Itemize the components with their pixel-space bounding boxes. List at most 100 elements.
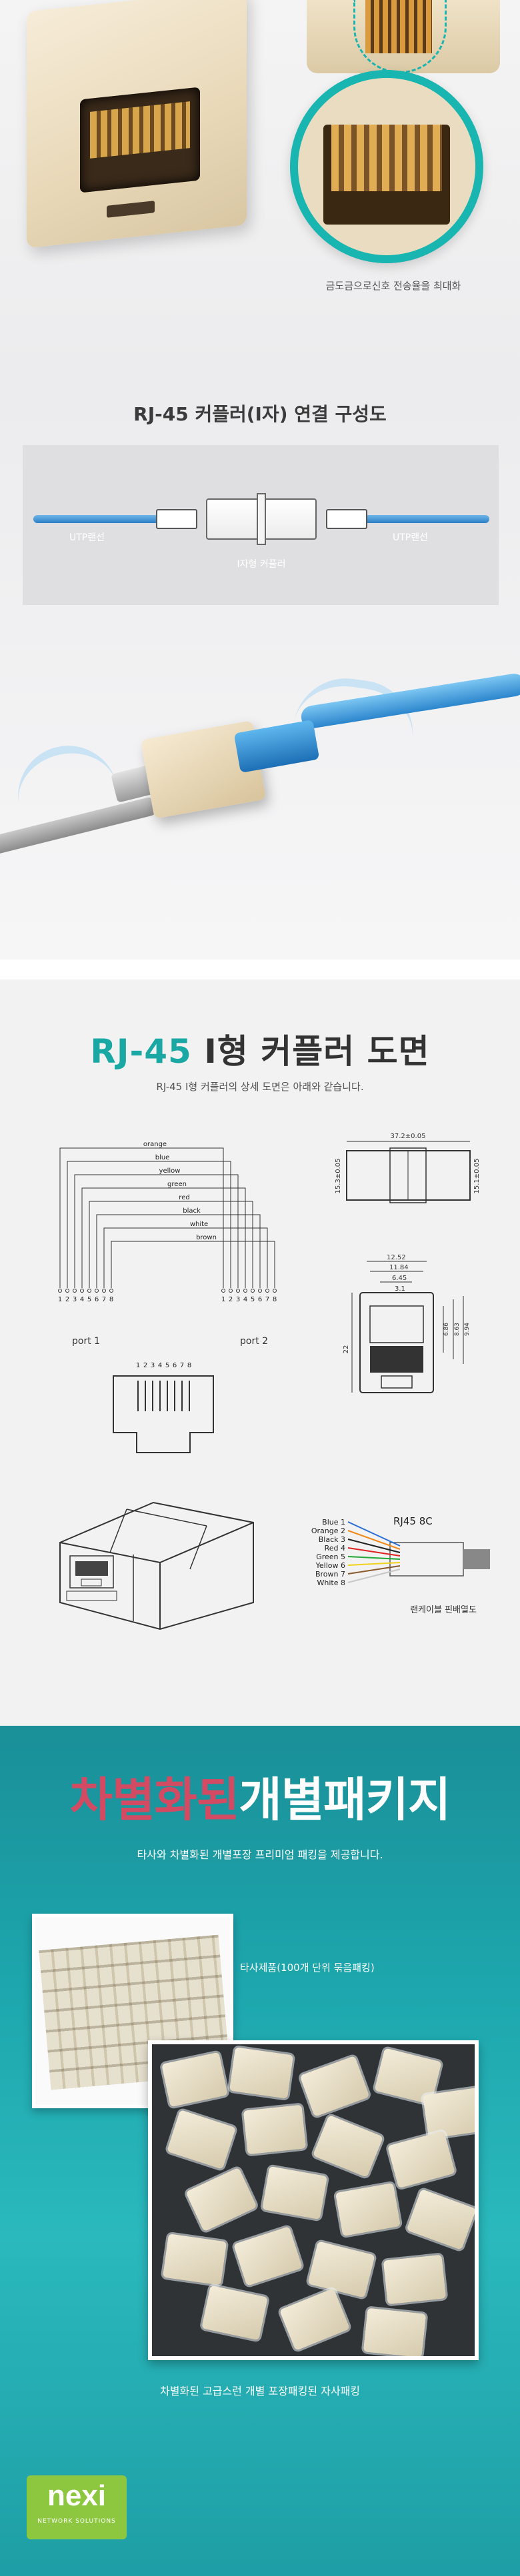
bagged-coupler	[422, 2087, 475, 2139]
wire-black	[96, 1214, 261, 1288]
pin-number-p1-8: 8	[109, 1296, 113, 1303]
legend-wire	[347, 1547, 401, 1557]
bagged-coupler	[233, 2226, 303, 2286]
wire-label-green: green	[167, 1181, 187, 1188]
jack-pin-number-6: 6	[173, 1362, 177, 1369]
pin-number-p2-6: 6	[258, 1296, 262, 1303]
port1-label: port 1	[72, 1336, 101, 1347]
drawing-subtitle: RJ-45 I형 커플러의 상세 도면은 아래와 같습니다.	[156, 1081, 364, 1093]
wire-yellow	[74, 1174, 239, 1288]
bagged-coupler	[299, 2055, 370, 2118]
right-cable-label: UTP랜선	[393, 532, 429, 543]
wire-brown	[111, 1241, 275, 1288]
bagged-coupler	[335, 2182, 401, 2237]
package-title-white: 개별패키지	[239, 1772, 451, 1827]
drawing-title-rest: I형 커플러 도면	[191, 1032, 430, 1071]
drawing-title: RJ-45 I형 커플러 도면	[0, 1025, 520, 1073]
nexi-logo: nexi NETWORK SOLUTIONS	[27, 2475, 127, 2539]
bagged-coupler	[243, 2104, 307, 2155]
pin-number-p2-7: 7	[265, 1296, 269, 1303]
dim-w3: 6.45	[392, 1275, 407, 1282]
jack-pin-number-3: 3	[151, 1362, 155, 1369]
port2-label: port 2	[240, 1336, 269, 1347]
pin-number-p1-6: 6	[95, 1296, 99, 1303]
right-utp-cable	[353, 515, 489, 523]
dim-top-width: 37.2±0.05	[391, 1133, 426, 1140]
jack-pin-number-7: 7	[180, 1362, 184, 1369]
legend-item-label: Yellow 6	[315, 1561, 345, 1570]
wire-green	[81, 1187, 246, 1288]
dim-h1: 6.86	[443, 1323, 450, 1336]
dim-right-height: 15.1±0.05	[473, 1159, 481, 1194]
connection-diagram-title: RJ-45 커플러(I자) 연결 구성도	[133, 403, 387, 425]
legend-item-label: Black 3	[319, 1535, 345, 1544]
wire-label-brown: brown	[196, 1234, 217, 1241]
wire-label-yellow: yellow	[159, 1167, 181, 1175]
bagged-coupler	[279, 2287, 351, 2351]
drawing-section: RJ-45 I형 커플러 도면 RJ-45 I형 커플러의 상세 도면은 아래와…	[0, 979, 520, 1726]
bagged-coupler	[383, 2254, 447, 2305]
jack-pin-number-1: 1	[136, 1362, 140, 1369]
wire-label-black: black	[183, 1207, 201, 1215]
dim-h2: 8.63	[454, 1323, 461, 1336]
legend-title: RJ45 8C	[393, 1515, 433, 1527]
bagged-coupler	[363, 2307, 427, 2356]
legend-item-label: White 8	[317, 1579, 345, 1587]
dim-left-height: 15.3±0.05	[335, 1159, 342, 1194]
legend-item-label: Brown 7	[315, 1570, 345, 1579]
bagged-coupler	[307, 2241, 375, 2298]
bagged-coupler	[185, 2167, 257, 2232]
legend-item-label: Red 4	[325, 1544, 345, 1553]
individual-bags-photo	[148, 2040, 479, 2360]
package-title-pink: 차별화된	[69, 1772, 240, 1827]
gold-plating-caption: 금도금으로신호 전송율을 최대화	[325, 280, 461, 292]
package-title: 차별화된개별패키지	[0, 1762, 520, 1830]
wire-label-white: white	[190, 1221, 208, 1228]
isometric-drawing	[59, 1501, 254, 1630]
pin-number-p1-2: 2	[65, 1296, 69, 1303]
package-subtitle: 타사와 차별화된 개별포장 프리미엄 패킹을 제공합니다.	[137, 1848, 383, 1861]
jack-pin-number-4: 4	[158, 1362, 162, 1369]
dim-main-height: 22	[343, 1345, 350, 1354]
legend-item-label: Blue 1	[322, 1518, 345, 1527]
pin-number-p1-1: 1	[58, 1296, 62, 1303]
wire-label-red: red	[179, 1194, 189, 1201]
bagged-coupler	[406, 2188, 475, 2251]
legend-wire	[347, 1562, 401, 1566]
bag-caption: 차별화된 고급스런 개별 포장패킹된 자사패킹	[159, 2385, 361, 2397]
bagged-coupler	[312, 2114, 384, 2178]
closeup-section: 금도금으로신호 전송율을 최대화 RJ-45 커플러(I자) 연결 구성도 UT…	[0, 0, 520, 960]
pin-number-p2-8: 8	[273, 1296, 277, 1303]
dim-w2: 11.84	[389, 1264, 409, 1271]
bagged-coupler	[387, 2130, 456, 2189]
jack-pin-number-5: 5	[165, 1362, 169, 1369]
bagged-coupler	[229, 2047, 294, 2099]
pin-number-p1-5: 5	[87, 1296, 91, 1303]
drawing-title-accent: RJ-45	[90, 1032, 192, 1071]
connection-diagram: UTP랜선 UTP랜선 I자형 커플러	[23, 445, 499, 605]
left-rj45-plug	[156, 509, 197, 529]
logo-subtext: NETWORK SOLUTIONS	[37, 2518, 116, 2525]
bagged-coupler	[201, 2285, 268, 2341]
wiring-diagram: orangeblueyellowgreenredblackwhitebrown1…	[58, 1141, 277, 1303]
pin-number-p1-7: 7	[102, 1296, 106, 1303]
wire-orange	[59, 1147, 224, 1288]
legend-wire	[347, 1565, 401, 1575]
wire-white	[103, 1227, 268, 1288]
wire-label-blue: blue	[155, 1154, 170, 1161]
dimension-drawing: 37.2±0.05 15.3±0.05 15.1±0.05 12.52 11.8…	[335, 1133, 481, 1393]
dim-w4: 3.1	[395, 1285, 405, 1293]
pin-number-p1-3: 3	[73, 1296, 77, 1303]
legend-wire	[347, 1530, 401, 1550]
right-rj45-plug	[326, 509, 367, 529]
tray-caption: 타사제품(100개 단위 묶음패킹)	[240, 1962, 375, 1974]
pin-number-p2-4: 4	[243, 1296, 247, 1303]
bagged-coupler	[166, 2110, 237, 2170]
pin-number-p2-2: 2	[229, 1296, 233, 1303]
jack-pin-number-2: 2	[143, 1362, 147, 1369]
wire-blue	[67, 1161, 231, 1288]
pin-number-p1-4: 4	[80, 1296, 84, 1303]
